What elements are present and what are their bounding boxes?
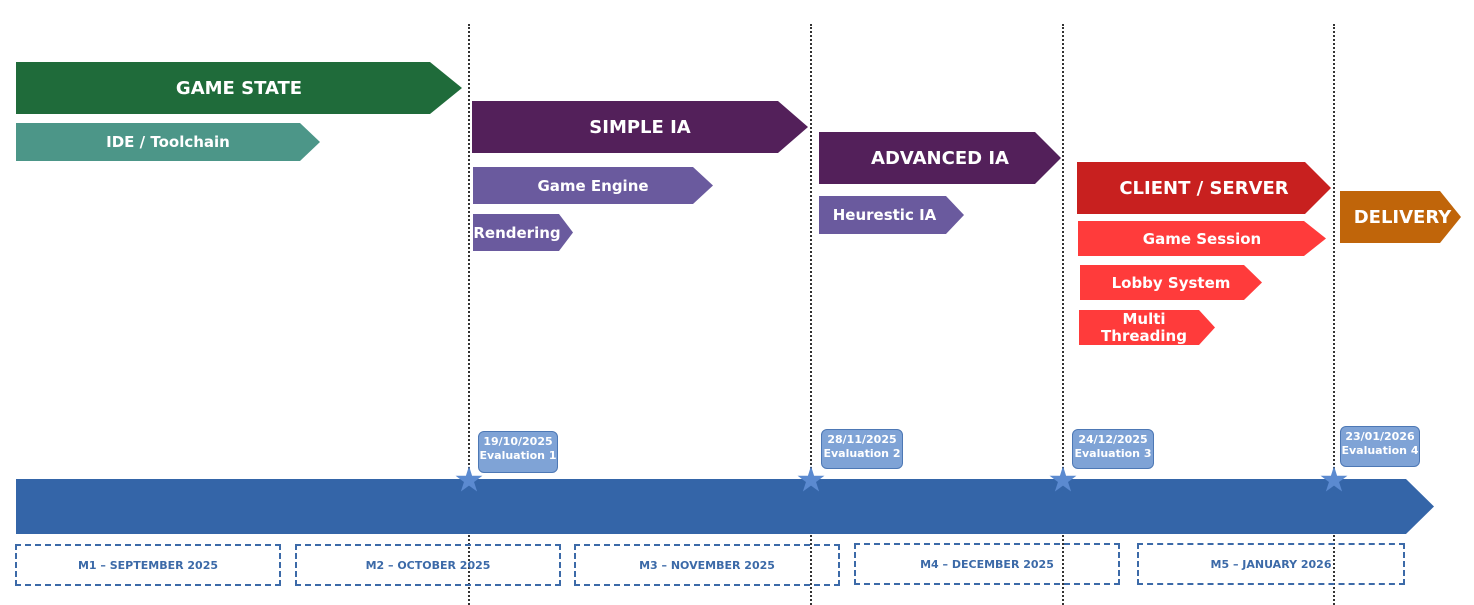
milestone-date: 19/10/2025 <box>483 435 553 448</box>
milestone-line-1 <box>468 24 470 605</box>
milestone-callout-4: 23/01/2026 Evaluation 4 <box>1340 426 1420 467</box>
task-game-session-label: Game Session <box>1142 229 1262 248</box>
task-multi-threading-line2: Threading <box>1101 326 1187 345</box>
phase-game-state-label: GAME STATE <box>175 77 303 99</box>
task-game-session: Game Session <box>1078 221 1326 256</box>
timeline-bar <box>16 479 1434 534</box>
milestone-label: Evaluation 4 <box>1341 444 1419 457</box>
phase-simple-ia-label: SIMPLE IA <box>589 116 691 138</box>
milestone-label: Evaluation 1 <box>479 449 557 462</box>
phase-simple-ia: SIMPLE IA <box>472 101 808 153</box>
phase-delivery: DELIVERY <box>1340 191 1461 243</box>
milestone-callout-2: 28/11/2025 Evaluation 2 <box>821 429 903 469</box>
task-heurestic-ia-label: Heurestic IA <box>832 206 937 224</box>
phase-client-server-label: CLIENT / SERVER <box>1119 177 1289 199</box>
month-label: M3 – NOVEMBER 2025 <box>639 558 775 572</box>
milestone-line-2 <box>810 24 812 605</box>
milestone-label: Evaluation 3 <box>1074 447 1152 460</box>
milestone-date: 23/01/2026 <box>1345 430 1415 443</box>
milestone-date: 24/12/2025 <box>1078 433 1148 446</box>
task-rendering-label: Rendering <box>473 223 561 242</box>
phase-advanced-ia-label: ADVANCED IA <box>871 147 1009 169</box>
task-multi-threading: Multi Threading <box>1079 310 1215 345</box>
task-rendering: Rendering <box>473 214 573 251</box>
milestone-line-4 <box>1333 24 1335 605</box>
milestone-date: 28/11/2025 <box>827 433 897 446</box>
month-label: M2 – OCTOBER 2025 <box>365 558 491 572</box>
month-label: M1 – SEPTEMBER 2025 <box>77 558 219 572</box>
phase-delivery-label: DELIVERY <box>1353 206 1452 228</box>
milestone-label: Evaluation 2 <box>823 447 901 460</box>
month-label: M5 – JANUARY 2026 <box>1210 557 1332 571</box>
milestone-callout-3: 24/12/2025 Evaluation 3 <box>1072 429 1154 469</box>
phase-client-server: CLIENT / SERVER <box>1077 162 1331 214</box>
phase-advanced-ia: ADVANCED IA <box>819 132 1061 184</box>
task-ide-toolchain: IDE / Toolchain <box>16 123 320 161</box>
task-game-engine-label: Game Engine <box>537 176 649 195</box>
month-box-3: M3 – NOVEMBER 2025 <box>574 544 840 586</box>
task-multi-threading-line1: Multi <box>1122 309 1166 328</box>
milestone-callout-1: 19/10/2025 Evaluation 1 <box>478 431 558 473</box>
task-heurestic-ia: Heurestic IA <box>819 196 964 234</box>
month-box-5: M5 – JANUARY 2026 <box>1137 543 1405 585</box>
task-ide-toolchain-label: IDE / Toolchain <box>106 133 230 151</box>
month-box-2: M2 – OCTOBER 2025 <box>295 544 561 586</box>
milestone-line-3 <box>1062 24 1064 605</box>
task-lobby-system: Lobby System <box>1080 265 1262 300</box>
task-game-engine: Game Engine <box>473 167 713 204</box>
month-box-1: M1 – SEPTEMBER 2025 <box>15 544 281 586</box>
month-box-4: M4 – DECEMBER 2025 <box>854 543 1120 585</box>
phase-game-state: GAME STATE <box>16 62 462 114</box>
month-label: M4 – DECEMBER 2025 <box>920 557 1054 571</box>
task-lobby-system-label: Lobby System <box>1111 273 1231 292</box>
